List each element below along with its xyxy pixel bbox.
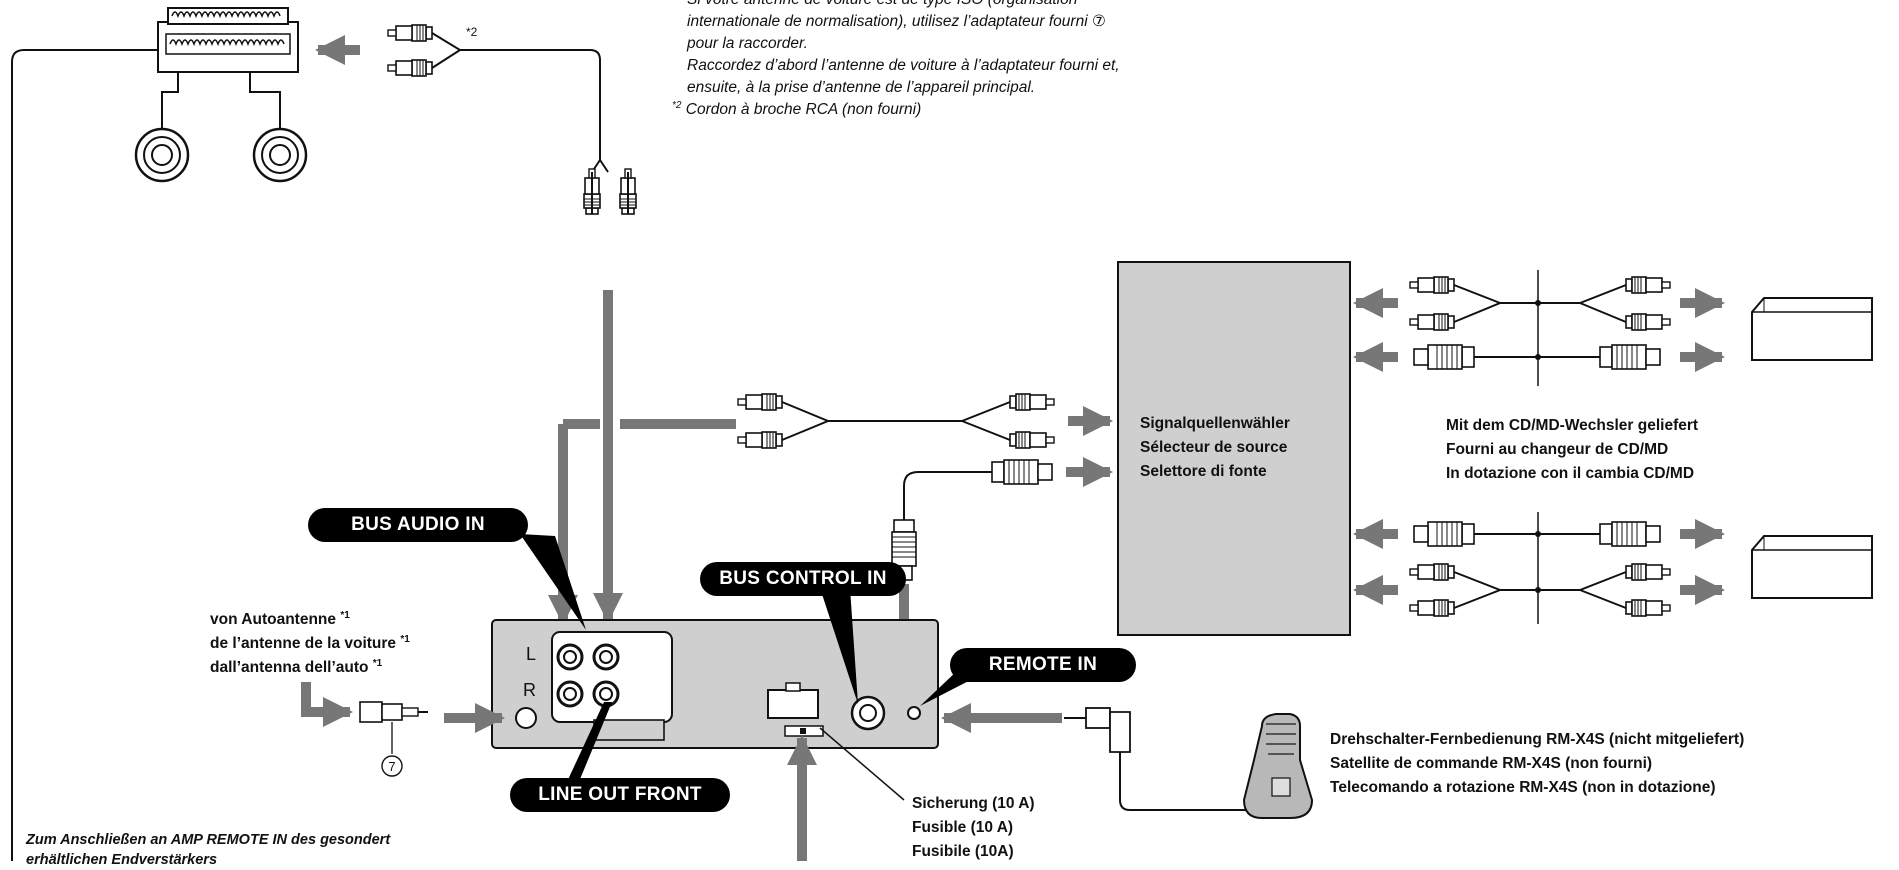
fuse-label-fr: Fusible (10 A) xyxy=(912,819,1014,836)
selector-label-de: Signalquellenwähler xyxy=(1140,415,1290,432)
speaker-wires xyxy=(161,72,281,128)
bus-audio-in-label: BUS AUDIO IN xyxy=(308,508,528,542)
rca-plug-selector-right-top xyxy=(1009,393,1055,411)
rca-plug-selector-left-bottom xyxy=(737,431,783,449)
source-selector-box xyxy=(1117,261,1351,636)
remote-label-de: Drehschalter-Fernbedienung RM-X4S (nicht… xyxy=(1330,731,1745,748)
antenna-adapter: 7 xyxy=(301,682,505,777)
fuse-leader xyxy=(819,727,905,801)
cd-changer-bottom xyxy=(1751,535,1873,599)
antenna-mark-de: *1 xyxy=(340,609,350,621)
pointer-line-out xyxy=(566,702,612,784)
rca-note-text: Cordon à broche RCA (non fourni) xyxy=(685,101,922,118)
amp-remote-note-line2: erhältlichen Endverstärkers xyxy=(26,852,218,868)
bus-control-in-label: BUS CONTROL IN xyxy=(700,562,906,596)
iso-note-line4: Raccordez d’abord l’antenne de voiture à… xyxy=(687,57,1120,74)
rca-plug-selector-left-top xyxy=(737,393,783,411)
changer-supplied-it: In dotazione con il cambia CD/MD xyxy=(1446,465,1695,482)
cd-changer-top xyxy=(1751,297,1873,361)
iso-note-line3: pour la raccorder. xyxy=(687,35,808,52)
line-out-front-label: LINE OUT FRONT xyxy=(510,778,730,812)
channel-l-label: L xyxy=(526,644,537,664)
remote-label-fr: Satellite de commande RM-X4S (non fourni… xyxy=(1330,755,1653,772)
remote-label-it: Telecomando a rotazione RM-X4S (non in d… xyxy=(1330,779,1716,796)
selector-label-fr: Sélecteur de source xyxy=(1140,439,1288,456)
fuse-label-it: Fusibile (10A) xyxy=(912,843,1014,860)
speaker-left xyxy=(134,127,190,183)
remote-in-label: REMOTE IN xyxy=(950,648,1136,682)
antenna-text-de: von Autoantenne xyxy=(210,611,337,628)
rca-plug-selector-right-bottom xyxy=(1009,431,1055,449)
amp-remote-lead xyxy=(11,49,158,861)
iso-note-line1: Si votre antenne de voiture est de type … xyxy=(687,0,1077,10)
adapter-number: 7 xyxy=(388,759,395,774)
rca-plug-amp-bottom xyxy=(387,59,433,77)
bus-plug-selector xyxy=(991,459,1053,485)
antenna-mark-it: *1 xyxy=(372,657,383,669)
speaker-right xyxy=(252,127,308,183)
pointer-bus-control xyxy=(820,588,858,704)
power-amplifier xyxy=(157,7,299,73)
amp-remote-note-line1: Zum Anschließen an AMP REMOTE IN des ges… xyxy=(26,832,391,848)
antenna-mark-fr: *1 xyxy=(400,633,410,645)
iso-note-line5: ensuite, à la prise d’antenne de l’appar… xyxy=(687,79,1036,96)
changer-cables-bottom xyxy=(1353,512,1725,624)
rca-note-mark: *2 xyxy=(672,99,682,111)
antenna-text-it: dall’antenna dell’auto xyxy=(210,659,369,676)
changer-supplied-fr: Fourni au changeur de CD/MD xyxy=(1446,441,1669,458)
antenna-label-it: dall’antenna dell’auto *1 xyxy=(210,658,382,678)
rca-plug-amp-top xyxy=(387,24,433,42)
amp-cord-mark: *2 xyxy=(466,25,478,39)
changer-supplied-de: Mit dem CD/MD-Wechsler geliefert xyxy=(1446,417,1699,434)
rca-note: *2 Cordon à broche RCA (non fourni) xyxy=(672,100,921,120)
rca-cord-amp xyxy=(431,32,609,173)
antenna-label-fr: de l’antenne de la voiture *1 xyxy=(210,634,410,654)
selector-label-it: Selettore di fonte xyxy=(1140,463,1267,480)
fuse-label-de: Sicherung (10 A) xyxy=(912,795,1035,812)
iso-note-line2: internationale de normalisation), utilis… xyxy=(687,13,1106,30)
channel-r-label: R xyxy=(523,680,536,700)
antenna-label-de: von Autoantenne *1 xyxy=(210,610,350,630)
pointer-bus-audio xyxy=(520,534,586,630)
antenna-text-fr: de l’antenne de la voiture xyxy=(210,635,397,652)
changer-cables-top xyxy=(1353,270,1725,386)
rotary-remote xyxy=(941,703,1314,819)
main-unit xyxy=(491,619,939,749)
